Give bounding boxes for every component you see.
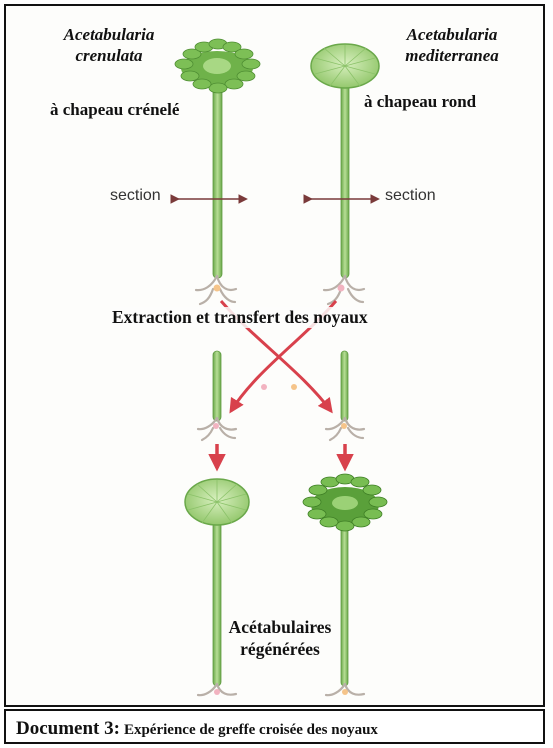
transfer-label: Extraction et transfert des noyaux xyxy=(112,307,368,328)
rhizoid-icon xyxy=(324,276,364,304)
nucleus-icon xyxy=(338,285,345,292)
nucleus-icon xyxy=(341,423,347,429)
species-name: mediterranea xyxy=(382,45,522,66)
transferred-nucleus-icon xyxy=(291,384,297,390)
mediterranea-top-cell xyxy=(311,44,379,304)
figure-caption: Document 3: Expérience de greffe croisée… xyxy=(16,718,378,740)
cap-type-label-round: à chapeau rond xyxy=(364,92,476,112)
caption-document-number: Document 3: xyxy=(16,718,120,739)
mediterranea-stalk-segment xyxy=(341,351,348,421)
cap-type-label-crenulated: à chapeau crénelé xyxy=(50,100,179,120)
species-label-mediterranea: Acetabularia mediterranea xyxy=(382,24,522,66)
species-name: crenulata xyxy=(44,45,174,66)
round-cap-icon xyxy=(185,479,249,525)
regenerated-round-cell xyxy=(185,479,249,695)
caption-box: Document 3: Expérience de greffe croisée… xyxy=(4,709,545,744)
crenulata-stalk-segment xyxy=(213,351,221,421)
regenerated-label: Acétabulaires régénérées xyxy=(214,616,346,660)
nucleus-icon xyxy=(342,689,348,695)
crenulata-top-cell xyxy=(175,39,260,304)
crenulated-cap-icon xyxy=(175,39,260,93)
species-genus: Acetabularia xyxy=(382,24,522,45)
nucleus-icon xyxy=(213,423,219,429)
crenulated-cap-icon xyxy=(303,474,387,531)
nucleus-icon xyxy=(214,689,220,695)
caption-description: Expérience de greffe croisée des noyaux xyxy=(124,722,378,738)
species-label-crenulata: Acetabularia crenulata xyxy=(44,24,174,66)
section-label-left: section xyxy=(110,187,161,205)
species-genus: Acetabularia xyxy=(44,24,174,45)
round-cap-icon xyxy=(311,44,379,88)
regenerated-crenulated-cell xyxy=(303,474,387,695)
figure-frame: Acetabularia crenulata Acetabularia medi… xyxy=(4,4,545,707)
regenerated-label-line2: régénérées xyxy=(214,638,346,660)
section-label-right: section xyxy=(385,187,436,205)
regenerated-label-line1: Acétabulaires xyxy=(214,616,346,638)
nucleus-icon xyxy=(214,285,221,292)
transferred-nucleus-icon xyxy=(261,384,267,390)
